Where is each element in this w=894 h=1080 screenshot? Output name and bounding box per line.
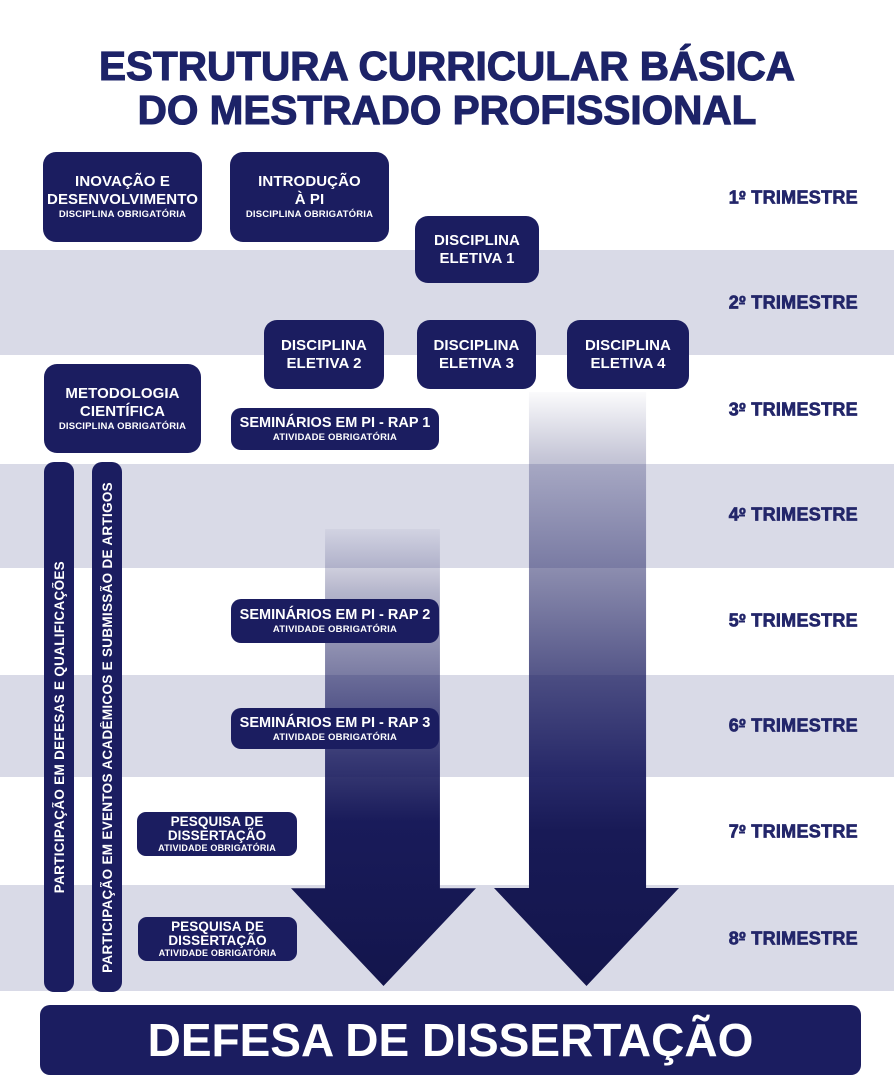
activity-box-pesquisa-dissertacao-8: PESQUISA DE DISSERTAÇÃO ATIVIDADE OBRIGA… — [138, 917, 297, 961]
activity-box-seminarios-rap-3: SEMINÁRIOS EM PI - RAP 3 ATIVIDADE OBRIG… — [231, 708, 439, 749]
defesa-dissertacao-banner-label: DEFESA DE DISSERTAÇÃO — [147, 1014, 754, 1066]
course-box-title: ELETIVA 2 — [286, 354, 362, 372]
course-box-title: À PI — [294, 191, 325, 208]
activity-box-subtitle: ATIVIDADE OBRIGATÓRIA — [158, 843, 276, 853]
course-box-eletiva-1: DISCIPLINA ELETIVA 1 — [415, 216, 539, 283]
activity-box-pesquisa-dissertacao-7: PESQUISA DE DISSERTAÇÃO ATIVIDADE OBRIGA… — [137, 812, 297, 856]
trimester-label-7: 7º TRIMESTRE — [728, 821, 858, 842]
course-box-title: DISCIPLINA — [433, 231, 520, 249]
course-box-title: INTRODUÇÃO — [258, 173, 361, 190]
activity-box-seminarios-rap-2: SEMINÁRIOS EM PI - RAP 2 ATIVIDADE OBRIG… — [231, 599, 439, 643]
activity-box-title: SEMINÁRIOS EM PI - RAP 1 — [239, 415, 431, 431]
course-box-metodologia-cientifica: METODOLOGIA CIENTÍFICA DISCIPLINA OBRIGA… — [44, 364, 201, 453]
activity-box-title: DISSERTAÇÃO — [167, 828, 267, 843]
activity-box-subtitle: ATIVIDADE OBRIGATÓRIA — [272, 432, 398, 443]
course-box-introducao-pi: INTRODUÇÃO À PI DISCIPLINA OBRIGATÓRIA — [230, 152, 389, 242]
course-box-subtitle: DISCIPLINA OBRIGATÓRIA — [245, 209, 374, 220]
activity-box-subtitle: ATIVIDADE OBRIGATÓRIA — [272, 731, 398, 743]
course-box-title: ELETIVA 3 — [438, 354, 515, 372]
activity-box-subtitle: ATIVIDADE OBRIGATÓRIA — [272, 624, 398, 635]
activity-box-title: SEMINÁRIOS EM PI - RAP 3 — [239, 714, 431, 731]
course-box-subtitle: DISCIPLINA OBRIGATÓRIA — [58, 209, 187, 220]
course-box-title: METODOLOGIA — [65, 384, 180, 402]
course-box-title: DISCIPLINA — [584, 336, 671, 354]
course-box-eletiva-2: DISCIPLINA ELETIVA 2 — [264, 320, 384, 389]
activity-box-title: PESQUISA DE — [170, 814, 264, 829]
course-box-subtitle: DISCIPLINA OBRIGATÓRIA — [58, 420, 187, 432]
page-title-line1: ESTRUTURA CURRICULAR BÁSICA — [98, 43, 795, 89]
activity-box-subtitle: ATIVIDADE OBRIGATÓRIA — [158, 948, 277, 958]
course-box-title: DESENVOLVIMENTO — [47, 191, 198, 208]
course-box-eletiva-4: DISCIPLINA ELETIVA 4 — [567, 320, 689, 389]
course-box-title: ELETIVA 4 — [590, 354, 666, 372]
sidebar-participacao-eventos: PARTICIPAÇÃO EM EVENTOS ACADÊMICOS E SUB… — [92, 462, 122, 992]
defesa-dissertacao-banner: DEFESA DE DISSERTAÇÃO — [40, 1005, 861, 1075]
activity-box-title: SEMINÁRIOS EM PI - RAP 2 — [239, 607, 431, 623]
trimester-label-6: 6º TRIMESTRE — [728, 715, 858, 736]
course-box-title: DISCIPLINA — [433, 336, 520, 354]
trimester-label-1: 1º TRIMESTRE — [728, 187, 858, 208]
course-box-eletiva-3: DISCIPLINA ELETIVA 3 — [417, 320, 536, 389]
course-box-inovacao-desenvolvimento: INOVAÇÃO E DESENVOLVIMENTO DISCIPLINA OB… — [43, 152, 202, 242]
course-box-title: DISCIPLINA — [280, 336, 367, 354]
course-box-title: ELETIVA 1 — [439, 249, 515, 267]
activity-box-title: DISSERTAÇÃO — [168, 933, 267, 948]
trimester-label-4: 4º TRIMESTRE — [728, 504, 858, 525]
sidebar-participacao-defesas-label: PARTICIPAÇÃO EM DEFESAS E QUALIFICAÇÕES — [51, 560, 67, 894]
activity-box-seminarios-rap-1: SEMINÁRIOS EM PI - RAP 1 ATIVIDADE OBRIG… — [231, 408, 439, 450]
trimester-label-5: 5º TRIMESTRE — [728, 610, 858, 631]
course-box-title: CIENTÍFICA — [79, 402, 166, 420]
trimester-label-3: 3º TRIMESTRE — [728, 399, 858, 420]
course-box-title: INOVAÇÃO E — [75, 173, 170, 190]
page-title-line2: DO MESTRADO PROFISSIONAL — [137, 87, 757, 133]
sidebar-participacao-eventos-label: PARTICIPAÇÃO EM EVENTOS ACADÊMICOS E SUB… — [99, 481, 115, 973]
sidebar-participacao-defesas: PARTICIPAÇÃO EM DEFESAS E QUALIFICAÇÕES — [44, 462, 74, 992]
trimester-label-8: 8º TRIMESTRE — [728, 928, 858, 949]
trimester-label-2: 2º TRIMESTRE — [728, 292, 858, 313]
activity-box-title: PESQUISA DE — [171, 919, 264, 934]
page-title: ESTRUTURA CURRICULAR BÁSICA DO MESTRADO … — [0, 43, 894, 133]
